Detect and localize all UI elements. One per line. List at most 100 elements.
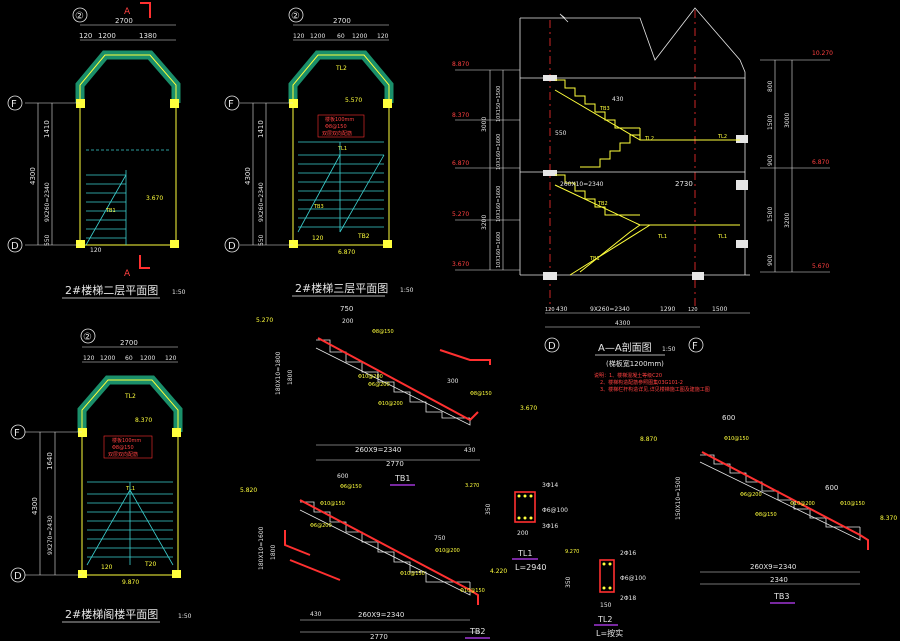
bot-3: 9X260=2340 <box>590 306 630 313</box>
dim-top-1: 120 <box>79 32 92 40</box>
tb2-dim-1800: 1800 <box>270 545 277 560</box>
axis-label-F: F <box>11 99 17 110</box>
tb1-rebar-3: Φ6@200 <box>368 382 390 388</box>
axis-bubble-2 <box>72 7 88 23</box>
tl2-bot: 2Φ18 <box>620 595 636 602</box>
sec-beam-tl1b: TL1 <box>717 234 727 240</box>
tb1-dim-300: 300 <box>447 378 459 385</box>
dim-top-total: 2700 <box>115 17 133 25</box>
stair-treads <box>297 142 385 233</box>
tb1-rebar-2: Φ10@200 <box>358 374 383 380</box>
axis-bubble-D <box>544 337 560 353</box>
section-cut-mark-top <box>140 2 151 18</box>
tb2-label: TB2 <box>469 627 485 636</box>
tb1-level-bot: 3.670 <box>520 405 537 412</box>
slab-note-2: Φ8@150 <box>325 124 347 130</box>
level-3670: 3.670 <box>146 195 163 202</box>
dim-top-4: 1200 <box>352 33 367 40</box>
plan-loft: ② 2700 120 1200 60 1200 120 TL2 8.370 楼板… <box>10 328 192 623</box>
dim-top-4: 1200 <box>140 355 155 362</box>
dim-left-total: 4300 <box>31 497 39 515</box>
dim-left-2: 9X260=2340 <box>258 182 265 222</box>
tb3-rebar-5: Φ10@150 <box>840 501 865 507</box>
plan2-scale: 1:50 <box>172 289 186 296</box>
dim-left-1: 1410 <box>257 120 265 138</box>
tb2-dim-750: 750 <box>434 535 446 542</box>
tb1-dim-430: 430 <box>464 447 476 454</box>
bottom-dim: 120 <box>90 247 102 254</box>
tl2-w: 150 <box>600 602 612 609</box>
sec-beam-tb1: TB1 <box>589 256 600 262</box>
dim-left-3: 550 <box>258 234 265 246</box>
tb1-dim-2770: 2770 <box>386 460 404 468</box>
tb2-dim-rise: 180X10=1600 <box>258 526 265 570</box>
tl2-label: TL2 <box>597 615 612 624</box>
tl1-stirrup: Φ6@100 <box>542 507 568 514</box>
axis-label-F: F <box>228 99 234 110</box>
inner-550: 550 <box>555 130 567 137</box>
level-top: 8.370 <box>135 417 152 424</box>
tb2-rebar-3: Φ6@200 <box>310 523 332 529</box>
slab-note-3: 双层双向配筋 <box>108 451 138 458</box>
tb3-dim-2340b: 2340 <box>770 576 788 584</box>
axis-label-2: ② <box>75 11 84 22</box>
dim-left-1: 10X150=1500 <box>496 86 502 122</box>
dim-top-2: 1200 <box>100 355 115 362</box>
tl2-section <box>599 559 615 593</box>
dim-left-1: 1410 <box>43 120 51 138</box>
axis-label-D: D <box>14 571 22 582</box>
break-mark <box>559 13 569 23</box>
section-mark-label-bottom: A <box>124 269 131 279</box>
section-title: A—A剖面图 <box>598 341 652 354</box>
beam-tl1: TL1 <box>337 146 347 152</box>
slab-note-1: 楼板100mm <box>112 437 141 444</box>
tb1-dim-2340: 260X9=2340 <box>355 446 401 454</box>
tb2-rebar-1: Φ10@150 <box>320 501 345 507</box>
floor-beam <box>543 272 557 280</box>
bottom-120: 120 <box>101 564 113 571</box>
tl1-bot: 3Φ16 <box>542 523 558 530</box>
column <box>383 240 392 248</box>
axis-bubble-F <box>688 337 704 353</box>
tl2-h: 350 <box>565 576 572 588</box>
dim-right-5: 1500 <box>767 207 774 222</box>
sec-beam-tb2: TB2 <box>597 201 608 207</box>
tb3-dim-600b: 600 <box>825 484 838 492</box>
bot-4: 1290 <box>660 306 675 313</box>
bay-window-green <box>75 50 181 103</box>
tb2-dim-600: 600 <box>337 473 349 480</box>
floor-beam <box>692 272 704 280</box>
beam-tb3: TB3 <box>313 204 324 210</box>
beam-tb2: TB2 <box>357 233 370 240</box>
dim-top-2: 1200 <box>98 32 116 40</box>
slab-note-3: 双层双向配筋 <box>322 130 352 137</box>
tb3-rebar-4: Φ10@200 <box>790 501 815 507</box>
dim-top-total: 2700 <box>120 339 138 347</box>
plan3-scale: 1:50 <box>400 287 414 294</box>
dim-top-total: 2700 <box>333 17 351 25</box>
dim-left-2: 9X260=2340 <box>44 182 51 222</box>
lvl-left-5: 3.670 <box>452 261 469 268</box>
bay-window-outline <box>79 54 177 103</box>
stair-treads <box>85 170 127 246</box>
beam-tl2: TL2 <box>124 393 136 400</box>
tb3-rebar-3: Φ8@150 <box>755 512 777 518</box>
slab-note-1: 楼板100mm <box>325 116 354 123</box>
tl1-level: 3.270 <box>465 483 479 489</box>
slab-note-2: Φ8@150 <box>112 445 134 451</box>
tb2-dim-2340: 260X9=2340 <box>358 611 404 619</box>
detail-tb3: 8.870 8.370 600 600 260X9=2340 2340 150X… <box>640 414 897 604</box>
dim-left-4: 10X160=1600 <box>496 186 502 222</box>
tl1-h: 350 <box>485 503 492 515</box>
dim-top-1: 120 <box>293 33 305 40</box>
axis-bubble-2 <box>288 7 304 23</box>
dim-top-5: 120 <box>377 33 389 40</box>
tb2-dim-430: 430 <box>310 611 322 618</box>
wall-beam <box>736 135 748 143</box>
bot-total: 4300 <box>615 320 630 327</box>
column <box>383 99 392 108</box>
note-3: 3、楼梯栏杆构造详见,详见楼梯施工图及建施工图 <box>600 386 710 393</box>
axis-bubble-F <box>7 95 23 111</box>
dim-right-7: 900 <box>767 254 774 266</box>
dim-left-1: 1640 <box>46 452 54 470</box>
